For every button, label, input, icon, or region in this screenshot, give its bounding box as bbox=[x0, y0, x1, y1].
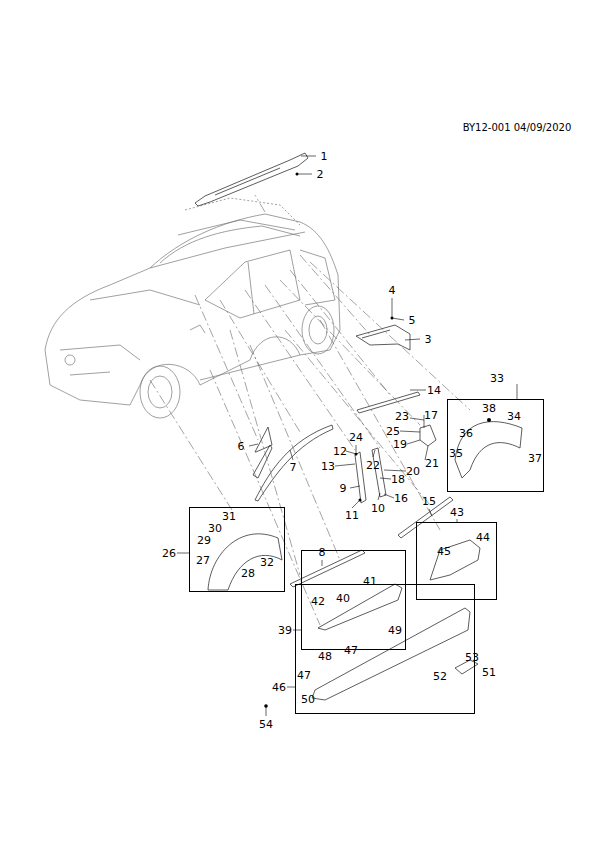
callout-number: 24 bbox=[349, 432, 363, 443]
callout-number: 29 bbox=[197, 535, 211, 546]
callout-number: 45 bbox=[437, 546, 451, 557]
callout-number: 35 bbox=[449, 448, 463, 459]
callout-number: 25 bbox=[386, 426, 400, 437]
callout-number: 32 bbox=[260, 557, 274, 568]
part-group-box: 464948474753515250 bbox=[295, 584, 475, 714]
callout-number: 47 bbox=[344, 645, 358, 656]
callout-number: 43 bbox=[450, 507, 464, 518]
callout-number: 37 bbox=[528, 453, 542, 464]
callout-number: 22 bbox=[366, 460, 380, 471]
part-group-box: 333834363537 bbox=[447, 399, 544, 492]
callout-number: 15 bbox=[422, 496, 436, 507]
callout-number: 53 bbox=[465, 652, 479, 663]
callout-number: 38 bbox=[482, 403, 496, 414]
callout-number: 21 bbox=[425, 458, 439, 469]
callout-number: 34 bbox=[507, 411, 521, 422]
callout-number: 48 bbox=[318, 651, 332, 662]
callout-number: 47 bbox=[297, 670, 311, 681]
callout-number: 1 bbox=[321, 151, 328, 162]
callout-number: 23 bbox=[395, 411, 409, 422]
callout-number: 26 bbox=[162, 548, 176, 559]
callout-number: 51 bbox=[482, 667, 496, 678]
callout-number: 39 bbox=[278, 625, 292, 636]
parts bbox=[195, 153, 522, 700]
callout-number: 50 bbox=[301, 694, 315, 705]
callout-number: 18 bbox=[391, 474, 405, 485]
callout-number: 27 bbox=[196, 555, 210, 566]
callout-number: 40 bbox=[336, 593, 350, 604]
callout-number: 42 bbox=[311, 596, 325, 607]
car-outline bbox=[45, 198, 340, 418]
callout-number: 52 bbox=[433, 671, 447, 682]
callout-number: 46 bbox=[272, 682, 286, 693]
callout-number: 7 bbox=[290, 462, 297, 473]
projection-lines bbox=[150, 195, 470, 625]
callout-number: 30 bbox=[208, 523, 222, 534]
callout-number: 2 bbox=[317, 169, 324, 180]
callout-number: 44 bbox=[476, 532, 490, 543]
callout-number: 3 bbox=[425, 334, 432, 345]
callout-number: 16 bbox=[394, 493, 408, 504]
callout-dots bbox=[264, 173, 491, 708]
callout-number: 6 bbox=[238, 441, 245, 452]
callout-number: 17 bbox=[424, 410, 438, 421]
drawing-reference: BY12-001 04/09/2020 bbox=[463, 123, 572, 133]
callout-number: 8 bbox=[319, 547, 326, 558]
callout-number: 14 bbox=[427, 385, 441, 396]
callout-number: 28 bbox=[241, 568, 255, 579]
callout-number: 4 bbox=[389, 285, 396, 296]
callout-number: 11 bbox=[345, 510, 359, 521]
callout-number: 5 bbox=[409, 315, 416, 326]
callout-number: 36 bbox=[459, 428, 473, 439]
callout-number: 33 bbox=[490, 373, 504, 384]
part-group-box: 434445 bbox=[416, 522, 497, 600]
callout-number: 31 bbox=[222, 511, 236, 522]
callout-number: 9 bbox=[340, 483, 347, 494]
part-group-box: 26313029272832 bbox=[189, 507, 285, 592]
callout-number: 20 bbox=[406, 466, 420, 477]
leader-lines bbox=[177, 156, 517, 716]
callout-number: 12 bbox=[333, 446, 347, 457]
callout-number: 19 bbox=[393, 439, 407, 450]
callout-number: 54 bbox=[259, 719, 273, 730]
callout-number: 10 bbox=[371, 503, 385, 514]
callout-number: 49 bbox=[388, 625, 402, 636]
callout-number: 13 bbox=[321, 461, 335, 472]
